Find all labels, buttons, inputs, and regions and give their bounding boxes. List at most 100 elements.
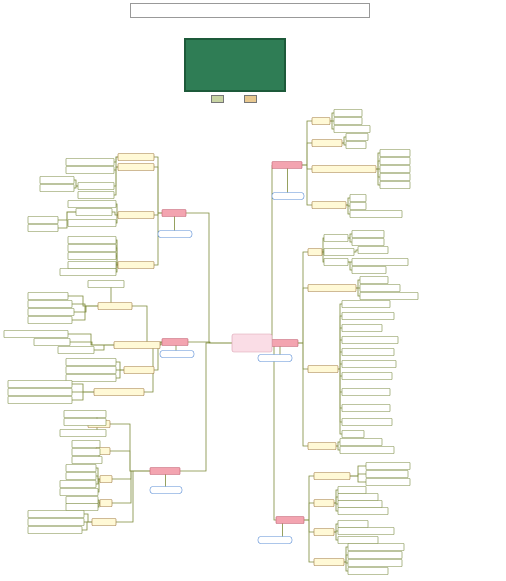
leaf-node bbox=[359, 276, 389, 284]
leaf-node bbox=[365, 462, 411, 470]
topic-node-box bbox=[307, 284, 357, 292]
leaf-node-box bbox=[341, 418, 393, 426]
connector-line bbox=[94, 344, 114, 351]
leaf-node-box bbox=[323, 258, 349, 266]
leaf-node bbox=[347, 567, 389, 575]
topic-node-box bbox=[307, 248, 323, 256]
leaf-node-box bbox=[337, 520, 369, 528]
leaf-node-box bbox=[59, 268, 117, 276]
leaf-node bbox=[333, 109, 363, 117]
leaf-node bbox=[339, 438, 383, 446]
leaf-node-box bbox=[341, 336, 399, 344]
connector-line bbox=[114, 156, 118, 171]
leaf-node bbox=[7, 388, 73, 396]
topic-node-box bbox=[117, 163, 155, 171]
connector-line bbox=[356, 279, 360, 289]
leaf-node bbox=[65, 503, 99, 511]
leaf-node-box bbox=[341, 372, 393, 380]
connector-line bbox=[346, 204, 350, 215]
leaf-node bbox=[27, 216, 59, 224]
connector-line bbox=[287, 164, 288, 197]
leaf-node-box bbox=[357, 246, 389, 254]
topic-node-box bbox=[307, 365, 339, 373]
leaf-node bbox=[333, 117, 363, 125]
leaf-node bbox=[67, 252, 117, 260]
branch-node bbox=[271, 161, 303, 169]
leaf-node bbox=[341, 312, 395, 320]
leaf-node-box bbox=[71, 440, 101, 448]
topic-node-box bbox=[117, 211, 155, 219]
leaf-node-box bbox=[27, 224, 59, 232]
connector-line bbox=[334, 502, 338, 512]
leaf-node bbox=[59, 429, 107, 437]
connector-line bbox=[132, 305, 162, 343]
topic-node bbox=[99, 475, 113, 483]
leaf-node-box bbox=[379, 165, 411, 173]
leaf-node-box bbox=[341, 388, 391, 396]
leaf-node-box bbox=[365, 478, 411, 486]
leaf-node bbox=[337, 500, 383, 508]
leaf-node-box bbox=[67, 236, 117, 244]
leaf-node bbox=[359, 284, 401, 292]
connector-line bbox=[376, 168, 380, 186]
connector-line bbox=[338, 368, 342, 435]
connector-line bbox=[344, 561, 348, 572]
connector-line bbox=[116, 361, 124, 371]
topic-node-box bbox=[99, 499, 113, 507]
topic-node-box bbox=[113, 341, 161, 349]
topic-node-box bbox=[313, 499, 335, 507]
topic-node-box bbox=[311, 139, 343, 147]
connector-line bbox=[298, 342, 308, 447]
connector-line bbox=[68, 333, 114, 346]
leaf-node-box bbox=[27, 300, 73, 308]
leaf-node-box bbox=[341, 300, 391, 308]
legend-swatch-green bbox=[211, 95, 224, 103]
leaf-node bbox=[63, 418, 107, 426]
branch-node bbox=[161, 209, 187, 217]
connector-line bbox=[82, 521, 92, 531]
topic-node bbox=[313, 499, 335, 507]
leaf-node-box bbox=[27, 526, 83, 534]
leaf-node-box bbox=[65, 496, 99, 504]
connector-line bbox=[356, 287, 360, 297]
connector-line bbox=[350, 475, 366, 483]
leaf-node-box bbox=[87, 280, 125, 288]
topic-node bbox=[91, 518, 117, 526]
leaf-node-box bbox=[347, 551, 403, 559]
leaf-node bbox=[39, 176, 75, 184]
leaf-node-box bbox=[379, 173, 411, 181]
leaf-node bbox=[87, 280, 125, 288]
leaf-node-box bbox=[59, 429, 107, 437]
connector-line bbox=[338, 363, 342, 370]
leaf-node-box bbox=[341, 324, 383, 332]
topic-node bbox=[307, 365, 339, 373]
connector-line bbox=[346, 197, 350, 206]
connector-line bbox=[302, 142, 312, 166]
leaf-node bbox=[67, 244, 117, 252]
connector-line bbox=[342, 136, 346, 144]
leaf-node-box bbox=[349, 194, 367, 202]
leaf-node-box bbox=[7, 380, 73, 388]
leaf-node-box bbox=[333, 117, 363, 125]
branch-node-box bbox=[271, 339, 299, 347]
connector-line bbox=[334, 531, 338, 541]
topic-node bbox=[311, 117, 331, 125]
leaf-node bbox=[341, 418, 393, 426]
branch-node-box bbox=[161, 338, 189, 346]
connector-line bbox=[342, 142, 346, 146]
leaf-node bbox=[27, 292, 69, 300]
topic-node-box bbox=[313, 558, 345, 566]
leaf-node bbox=[379, 157, 411, 165]
leaf-node bbox=[27, 316, 73, 324]
leaf-node bbox=[341, 372, 393, 380]
branch-node-box bbox=[161, 209, 187, 217]
leaf-node-box bbox=[349, 210, 403, 218]
leaf-node-box bbox=[67, 219, 117, 227]
leaf-node bbox=[65, 158, 115, 166]
connector-line bbox=[304, 519, 314, 563]
leaf-node bbox=[341, 388, 391, 396]
leaf-node-box bbox=[347, 567, 389, 575]
leaf-node-box bbox=[65, 366, 117, 374]
leaf-node-box bbox=[349, 202, 367, 210]
